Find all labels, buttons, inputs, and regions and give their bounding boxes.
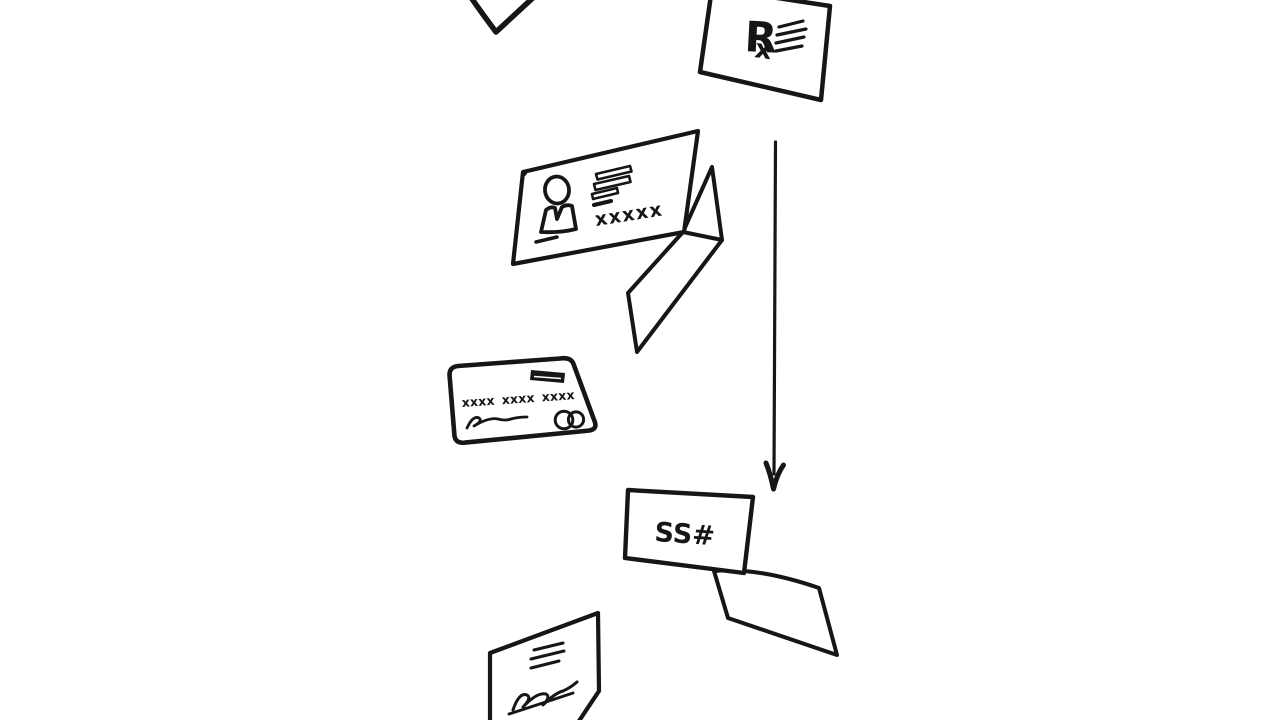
prescription-note-outline <box>697 0 833 103</box>
text-line <box>592 199 613 207</box>
corner-dot <box>521 170 527 176</box>
text-line <box>774 44 804 53</box>
logo-circle-right <box>566 410 586 429</box>
credit-card: xxxx xxxx xxxx <box>447 355 598 446</box>
id-card: xxxxx <box>510 128 701 267</box>
chip-fill <box>530 370 565 383</box>
text-lines-icon <box>590 164 633 207</box>
folded-paper-outline <box>626 165 724 354</box>
arrow-down-icon <box>763 140 786 492</box>
text-line <box>529 659 561 670</box>
rx-symbol: R <box>743 12 778 63</box>
person-body <box>539 203 578 235</box>
text-line <box>592 174 632 192</box>
text-lines-icon <box>529 641 566 670</box>
text-line <box>590 186 620 201</box>
chevron-down-icon <box>469 0 535 35</box>
text-line <box>529 649 566 661</box>
ssn-card: SS# <box>622 487 756 576</box>
folded-paper-icon <box>626 165 724 354</box>
ssn-label: SS# <box>654 517 716 552</box>
folded-paper-crease <box>681 230 724 242</box>
prescription-note: R x <box>697 0 833 103</box>
blank-note-icon <box>712 568 839 657</box>
text-line <box>775 27 808 37</box>
person-icon <box>534 174 578 244</box>
person-head <box>543 174 571 206</box>
person-underline <box>534 235 559 244</box>
text-line <box>532 641 565 652</box>
overlapping-circles-icon <box>553 409 586 431</box>
signature-icon <box>465 415 529 430</box>
rx-symbol-sub: x <box>753 34 774 66</box>
text-line <box>777 19 805 29</box>
ssn-card-outline <box>622 487 756 576</box>
chip-highlight <box>533 375 562 380</box>
text-line <box>774 35 806 45</box>
signature-underline <box>507 691 575 716</box>
signature-scribble <box>511 680 579 712</box>
text-line <box>594 164 633 181</box>
arrow-head <box>763 460 786 492</box>
text-lines-icon <box>774 19 808 53</box>
signed-note <box>487 610 602 720</box>
arrow-shaft <box>772 140 778 476</box>
logo-circle-left <box>553 409 575 431</box>
chip-icon <box>530 370 565 383</box>
signature-icon <box>507 680 579 716</box>
